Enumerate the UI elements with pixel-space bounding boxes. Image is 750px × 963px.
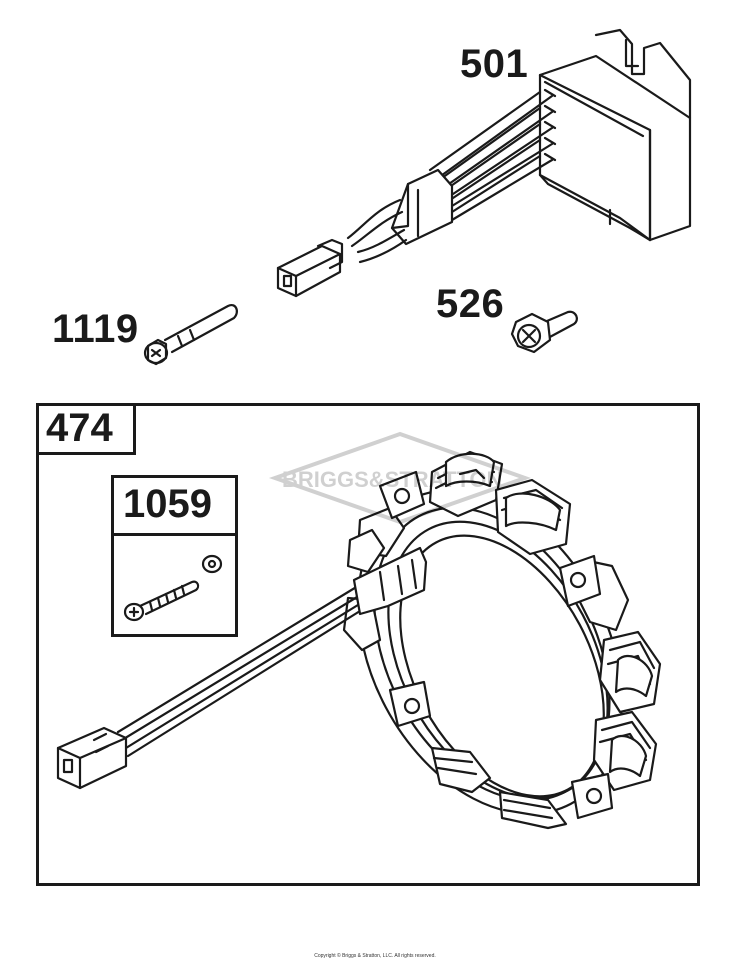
kit-1059-divider (111, 533, 238, 536)
screw-526-illustration (510, 310, 578, 354)
screw-1119-illustration (143, 304, 238, 366)
brand-watermark: BRIGGS&STRATTON (268, 431, 532, 525)
kit-1059-frame (111, 475, 238, 637)
part-label-526[interactable]: 526 (436, 282, 505, 326)
screw-1059-illustration (123, 554, 223, 622)
kit-474-frame (36, 403, 700, 886)
kit-474-label[interactable]: 474 (46, 406, 113, 450)
watermark-text: BRIGGS&STRATTON (282, 467, 502, 492)
copyright-notice: Copyright © Briggs & Stratton, LLC. All … (314, 953, 436, 959)
kit-1059-label[interactable]: 1059 (123, 482, 212, 526)
stator-illustration (56, 450, 662, 830)
regulator-illustration (276, 28, 692, 298)
part-label-501[interactable]: 501 (460, 42, 529, 86)
part-label-1119[interactable]: 1119 (52, 307, 139, 351)
kit-474-tag-box (36, 403, 136, 455)
